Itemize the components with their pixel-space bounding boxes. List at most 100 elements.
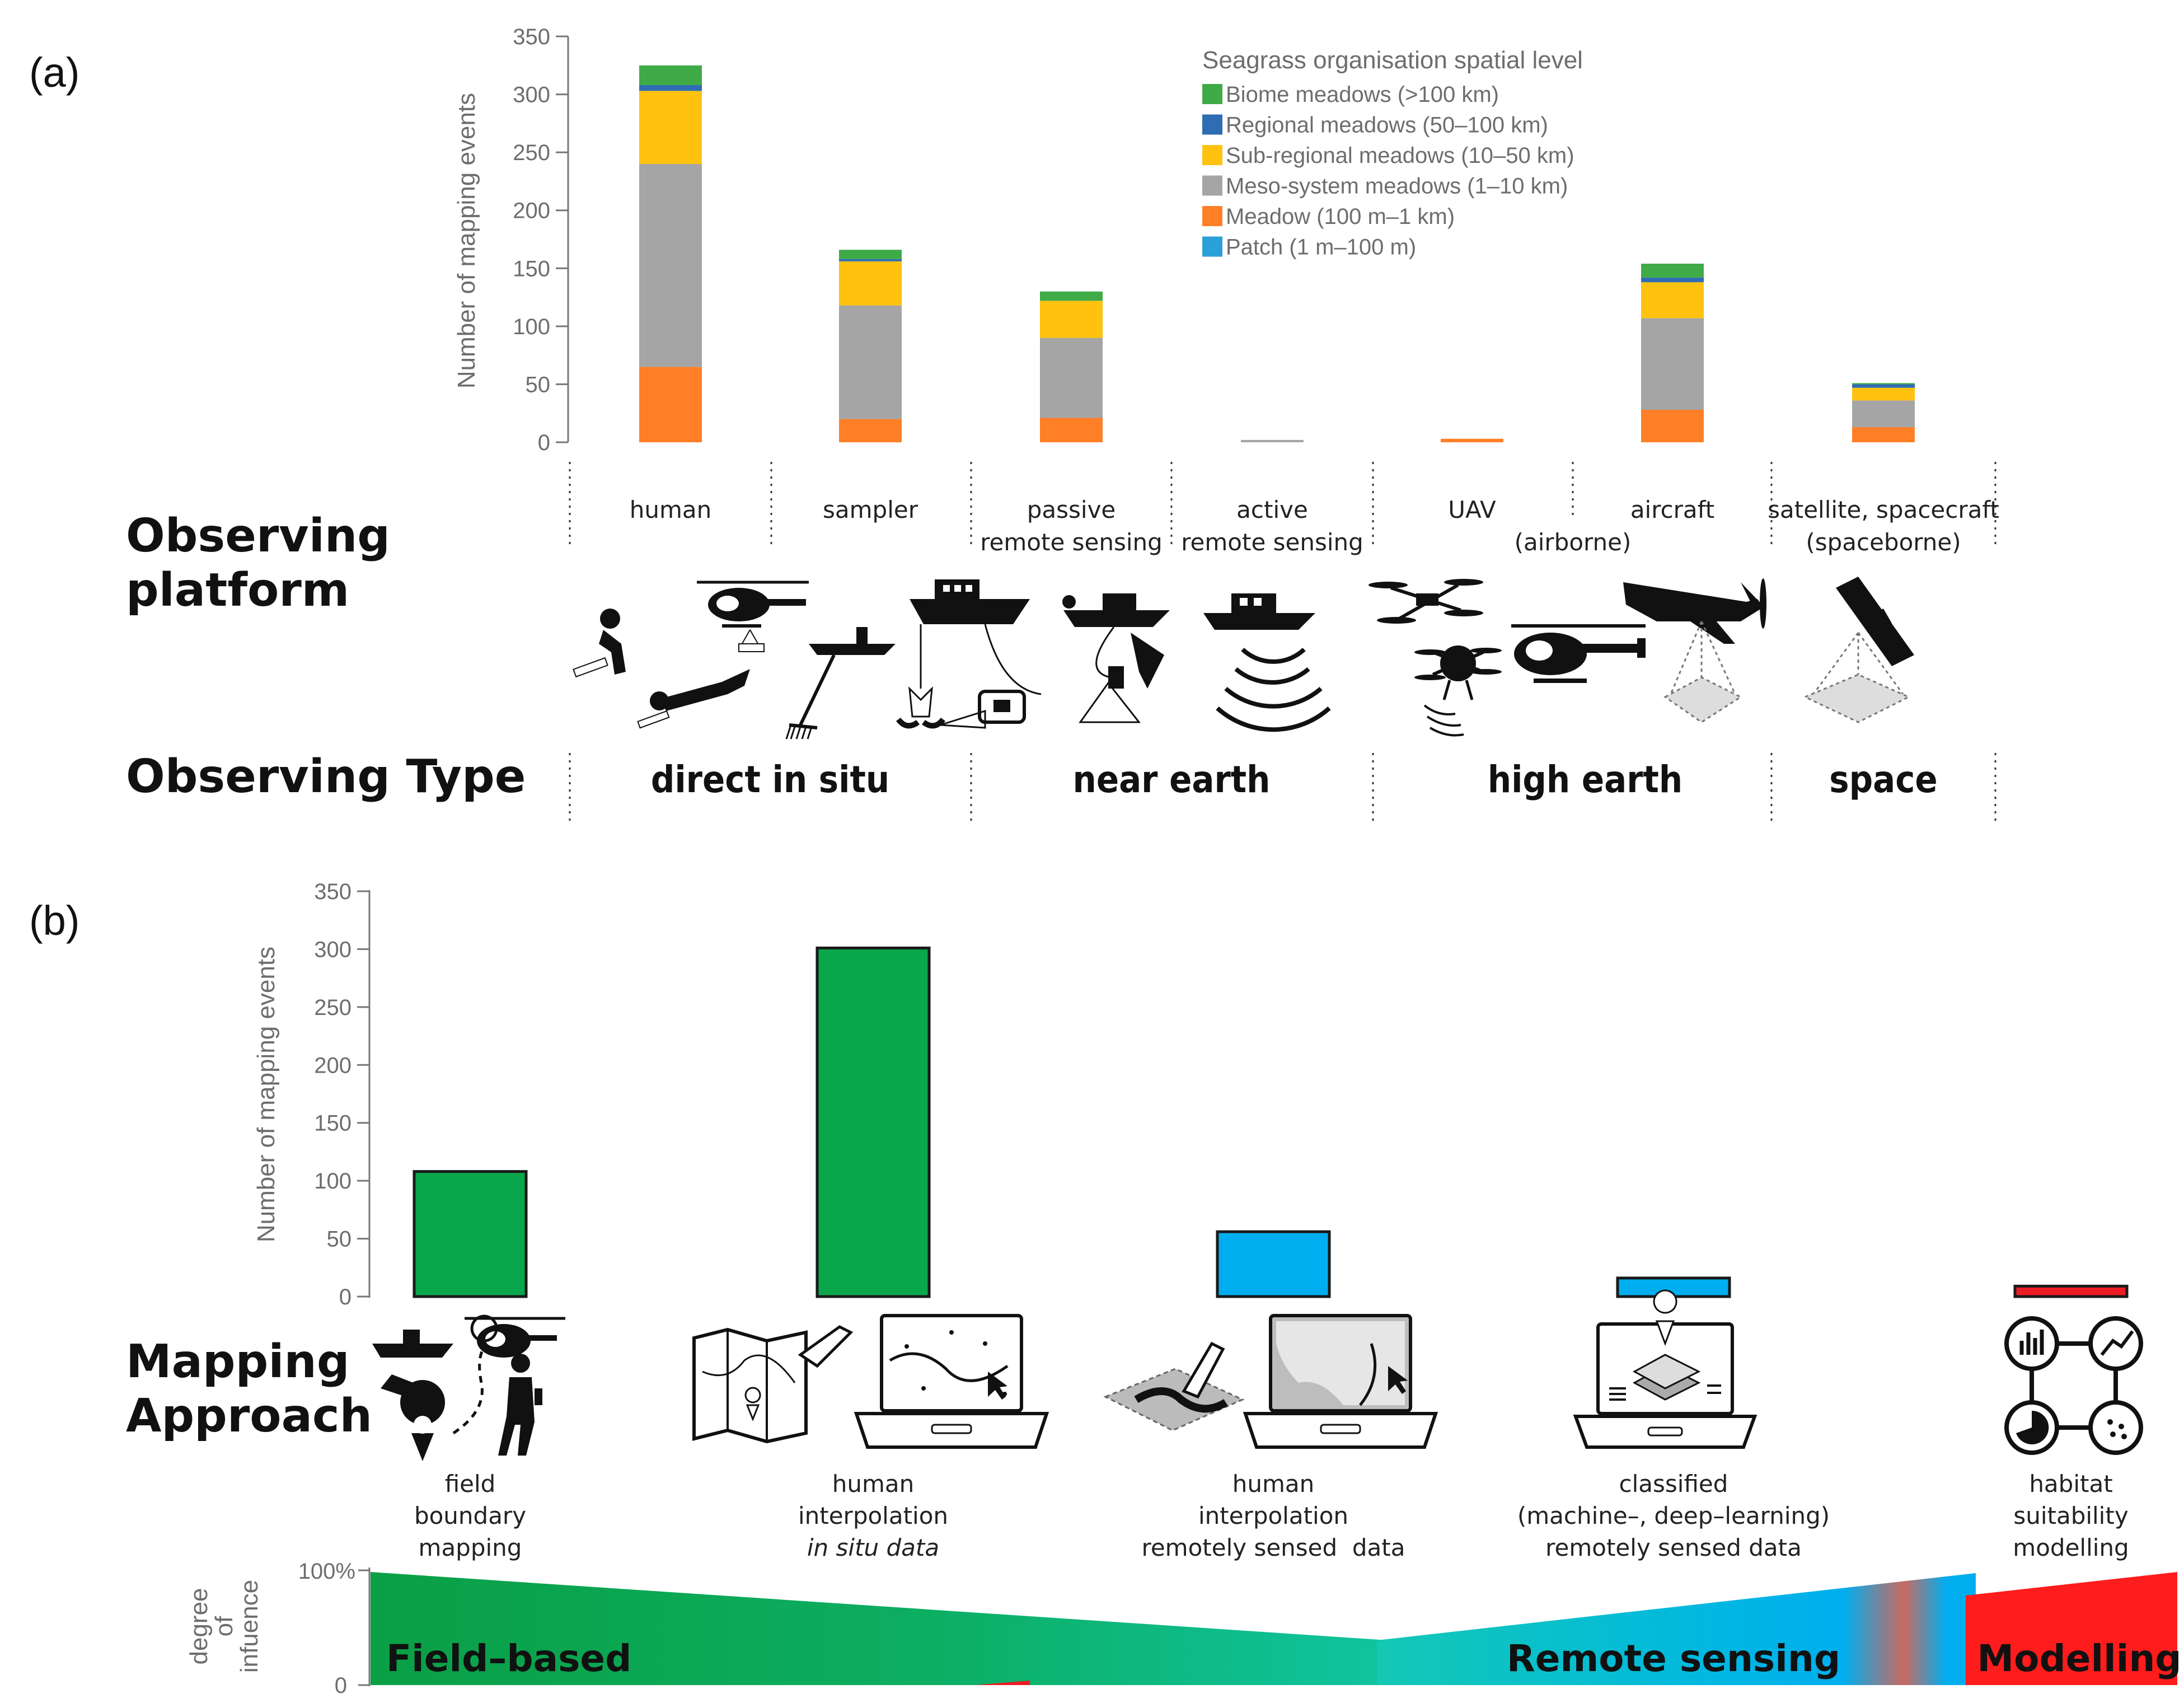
chart-a-bar-segment-biome bbox=[1852, 383, 1915, 385]
platform-label-aircraft: aircraft bbox=[1630, 496, 1714, 523]
diver-icon bbox=[573, 609, 750, 729]
chart-a-bar-segment-meadow bbox=[839, 419, 902, 442]
chart-b-bar bbox=[816, 946, 931, 1298]
chart-a-bar-segment-meso bbox=[639, 163, 702, 367]
mapping-label-classified-3: remotely sensed data bbox=[1545, 1534, 1802, 1561]
chart-a-bars bbox=[639, 65, 1915, 442]
passive-sensing-boat-icon bbox=[1062, 593, 1170, 723]
platform-label-passive-2: remote sensing bbox=[980, 528, 1163, 556]
legend-label-subregional: Sub-regional meadows (10–50 km) bbox=[1226, 143, 1574, 168]
chart-b-tick-label: 250 bbox=[314, 995, 351, 1020]
chart-a-legend: Biome meadows (>100 km) Regional meadows … bbox=[1202, 82, 1574, 260]
platform-separators bbox=[569, 462, 1996, 823]
legend-swatch-meadow bbox=[1202, 206, 1222, 226]
legend-swatch-regional bbox=[1202, 114, 1222, 135]
chart-a-tick-label: 0 bbox=[538, 431, 550, 455]
platform-label-active-2: remote sensing bbox=[1181, 528, 1363, 556]
airplane-icon bbox=[1623, 578, 1766, 723]
observing-platform-heading-line-2: platform bbox=[126, 564, 349, 617]
chart-a-tick-label: 100 bbox=[513, 315, 550, 339]
chart-b-tick-label: 350 bbox=[314, 879, 351, 904]
chart-a-bar-segment-regional bbox=[1641, 277, 1704, 283]
field-based-wedge bbox=[371, 1572, 1388, 1685]
chart-a-bar-segment-meadow bbox=[1040, 418, 1103, 442]
platform-label-uav: UAV bbox=[1448, 496, 1496, 523]
helicopter-large-icon bbox=[1511, 624, 1646, 683]
mapping-approach-heading-line-2: Approach bbox=[126, 1389, 372, 1443]
chart-a-bar-segment-regional bbox=[1852, 384, 1915, 388]
chart-b-bar bbox=[413, 1170, 528, 1298]
legend-swatch-biome bbox=[1202, 84, 1222, 104]
mapping-label-modelling-3: modelling bbox=[2013, 1534, 2129, 1561]
sonar-boat-icon bbox=[1203, 593, 1331, 732]
mapping-label-field-1: field bbox=[445, 1470, 496, 1498]
platform-label-satellite-2: (spaceborne) bbox=[1806, 528, 1961, 556]
chart-a-tick-label: 350 bbox=[513, 25, 550, 49]
mapping-icons bbox=[372, 1289, 2143, 1461]
mapping-label-field-2: boundary bbox=[414, 1502, 526, 1529]
chart-a-bar-segment-subregional bbox=[639, 91, 702, 164]
platform-icons bbox=[573, 577, 1914, 740]
chart-a-bar-segment-regional bbox=[639, 85, 702, 91]
chart-b-bar bbox=[1216, 1230, 1331, 1298]
chart-a-tick-label: 150 bbox=[513, 256, 550, 281]
helicopter-icon bbox=[697, 581, 809, 652]
legend-label-meso: Meso-system meadows (1–10 km) bbox=[1226, 174, 1568, 199]
mapping-label-insitu-2: interpolation bbox=[798, 1502, 948, 1529]
legend-label-regional: Regional meadows (50–100 km) bbox=[1226, 113, 1548, 138]
legend-label-meadow: Meadow (100 m–1 km) bbox=[1226, 204, 1455, 229]
legend-label-biome: Biome meadows (>100 km) bbox=[1226, 82, 1499, 107]
field-based-label: Field–based bbox=[386, 1637, 631, 1680]
chart-b-tick-label: 0 bbox=[339, 1285, 351, 1309]
platform-label-airborne: (airborne) bbox=[1515, 528, 1632, 556]
drone-quadcopter-icon bbox=[1414, 645, 1502, 737]
chart-a-bar-segment-subregional bbox=[1641, 282, 1704, 319]
chart-a-bar-segment-meadow bbox=[1641, 410, 1704, 442]
chart-a-tick-label: 200 bbox=[513, 199, 550, 223]
chart-a-tick-label: 250 bbox=[513, 141, 550, 165]
mapping-label-classified-2: (machine–, deep–learning) bbox=[1517, 1502, 1830, 1529]
drone-icon bbox=[1368, 579, 1483, 624]
chart-b-bars bbox=[413, 946, 2129, 1298]
chart-a-bar-segment-meadow bbox=[639, 367, 702, 442]
chart-a-bar-segment-biome bbox=[1040, 291, 1103, 301]
platform-label-human: human bbox=[630, 496, 712, 523]
influence-band: 100% 0 degree of infuence Field–based Re… bbox=[185, 1559, 2182, 1698]
modelling-icons bbox=[2004, 1316, 2143, 1455]
observing-platform-heading-line-1: Observing bbox=[126, 509, 390, 563]
chart-a-bar-segment-meso bbox=[839, 305, 902, 419]
remote-sensing-label: Remote sensing bbox=[1507, 1637, 1840, 1680]
chart-b-bar bbox=[2013, 1284, 2129, 1298]
panel-label-b: (b) bbox=[29, 897, 79, 944]
influence-ylabel-1: degree bbox=[185, 1588, 213, 1664]
modelling-wedge bbox=[1966, 1572, 2177, 1685]
mapping-label-classified-1: classified bbox=[1619, 1470, 1728, 1498]
influence-tick-100: 100% bbox=[298, 1559, 355, 1584]
observing-type-space: space bbox=[1829, 758, 1937, 801]
chart-a-bar-segment-biome bbox=[839, 250, 902, 259]
mapping-labels: field boundary mapping human interpolati… bbox=[414, 1470, 2129, 1561]
map-laptop-icon bbox=[692, 1314, 1049, 1449]
chart-b-tick-label: 150 bbox=[314, 1111, 351, 1136]
chart-a-bar-segment-meadow bbox=[1441, 438, 1503, 442]
chart-a-bar-segment-meso bbox=[1852, 400, 1915, 428]
influence-ylabel-2: of bbox=[210, 1616, 238, 1636]
chart-a-bar-segment-subregional bbox=[839, 261, 902, 306]
chart-a-bar-segment-regional bbox=[839, 259, 902, 261]
mapping-label-rs-2: interpolation bbox=[1198, 1502, 1348, 1529]
chart-a-bar-segment-subregional bbox=[1852, 387, 1915, 401]
mapping-label-modelling-1: habitat bbox=[2029, 1470, 2112, 1498]
panel-label-a: (a) bbox=[29, 49, 79, 96]
observing-type-high-earth: high earth bbox=[1488, 758, 1682, 801]
legend-swatch-meso bbox=[1202, 175, 1222, 196]
legend-swatch-patch bbox=[1202, 236, 1222, 257]
platform-label-passive-1: passive bbox=[1027, 496, 1116, 523]
platform-labels: human sampler passive remote sensing act… bbox=[630, 496, 1999, 556]
platform-label-satellite-1: satellite, spacecraft bbox=[1768, 496, 1999, 523]
chart-a-bar-segment-meso bbox=[1641, 318, 1704, 410]
